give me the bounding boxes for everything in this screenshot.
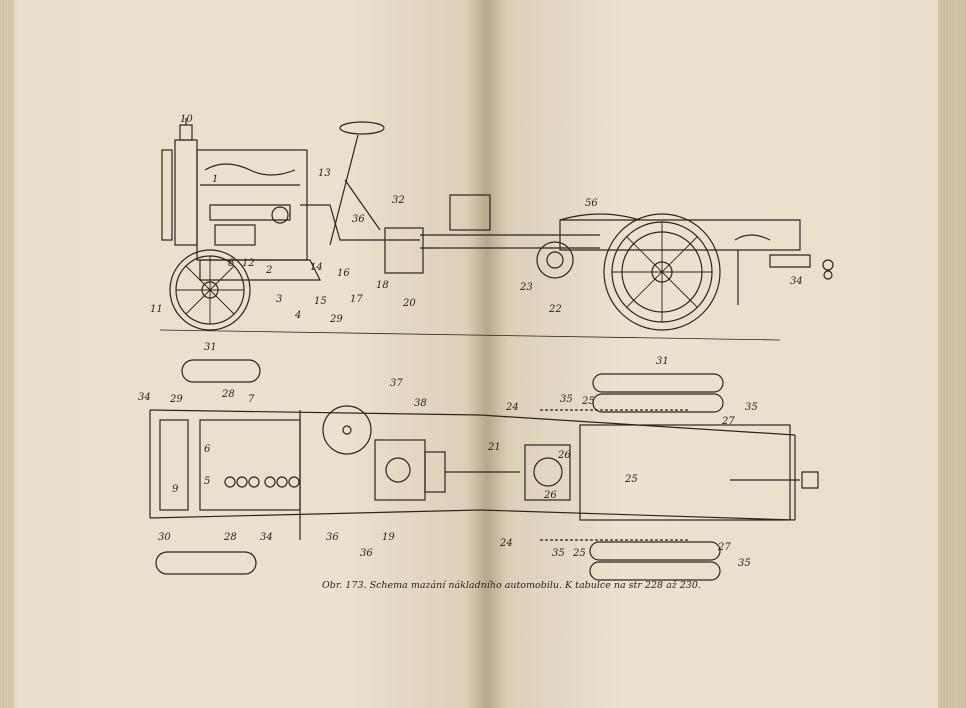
label-25-mid: 25 — [624, 474, 638, 485]
label-30: 30 — [158, 532, 171, 543]
side-view — [159, 118, 834, 341]
label-26-a: 26 — [557, 450, 571, 461]
label-6: 6 — [204, 444, 211, 455]
label-16: 16 — [337, 268, 350, 279]
label-56: 56 — [585, 198, 598, 209]
label-35-bottom: 35 — [552, 548, 565, 559]
label-8: 8 — [228, 258, 234, 269]
label-35-corner: 35 — [738, 558, 751, 569]
label-25-top: 25 — [581, 396, 595, 407]
left-page — [0, 0, 486, 708]
label-11: 11 — [150, 304, 163, 315]
label-27-top: 27 — [721, 416, 735, 427]
figure-caption: Obr. 173. Schema mazání nákladního autom… — [322, 580, 701, 591]
label-12: 12 — [242, 258, 255, 269]
label-7: 7 — [248, 394, 255, 405]
label-25-bottom: 25 — [572, 548, 586, 559]
label-37: 37 — [390, 378, 403, 389]
label-23: 23 — [519, 282, 533, 293]
label-15: 15 — [314, 296, 327, 307]
label-27-bottom: 27 — [717, 542, 731, 553]
label-35-right: 35 — [745, 402, 758, 413]
label-5: 5 — [204, 476, 210, 487]
label-31-front: 31 — [204, 342, 217, 353]
label-13: 13 — [318, 168, 331, 179]
label-28-top: 28 — [221, 389, 235, 400]
label-36-b: 36 — [360, 548, 373, 559]
label-36: 36 — [352, 214, 365, 225]
label-9: 9 — [172, 484, 179, 495]
label-34: 34 — [790, 276, 803, 287]
side-view-labels: 10 1 13 32 36 56 11 8 12 2 3 4 14 15 16 … — [150, 114, 803, 325]
label-36-a: 36 — [326, 532, 339, 543]
label-26-b: 26 — [543, 490, 557, 501]
top-view-labels: 31 28 34 29 7 37 38 6 5 9 30 28 34 36 36… — [138, 342, 758, 569]
label-34-bottom: 34 — [260, 532, 273, 543]
label-31-rear: 31 — [656, 356, 669, 367]
label-20: 20 — [402, 298, 416, 309]
label-3: 3 — [276, 294, 282, 305]
left-page-edges — [0, 0, 14, 708]
label-29: 29 — [329, 314, 343, 325]
label-29-top: 29 — [169, 394, 183, 405]
label-18: 18 — [376, 280, 389, 291]
label-10: 10 — [180, 114, 193, 125]
label-34-top: 34 — [138, 392, 151, 403]
label-22: 22 — [548, 304, 562, 315]
label-4: 4 — [294, 310, 301, 321]
label-35-top: 35 — [560, 394, 573, 405]
label-32: 32 — [392, 195, 405, 206]
label-2: 2 — [265, 265, 272, 276]
label-17: 17 — [350, 294, 363, 305]
right-page — [486, 0, 938, 708]
label-21: 21 — [487, 442, 501, 453]
label-24-bottom: 24 — [499, 538, 513, 549]
top-view — [149, 359, 819, 581]
label-24-top: 24 — [505, 402, 519, 413]
label-38: 38 — [414, 398, 427, 409]
right-page-edges — [938, 0, 966, 708]
label-14: 14 — [310, 262, 323, 273]
label-19: 19 — [382, 532, 395, 543]
label-1: 1 — [212, 174, 218, 185]
label-28-bottom: 28 — [223, 532, 237, 543]
